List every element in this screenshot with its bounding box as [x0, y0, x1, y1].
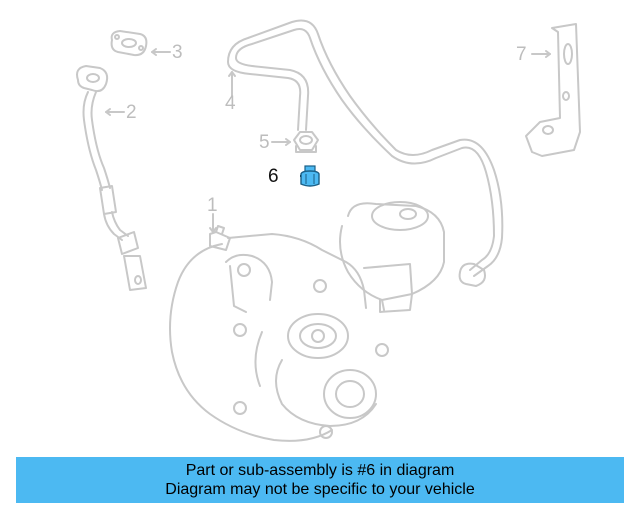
part-5-nut [293, 131, 319, 153]
part-1-turbocharger [169, 201, 445, 442]
banner-line-2: Diagram may not be specific to your vehi… [165, 481, 475, 498]
callout-6[interactable]: 6 [268, 166, 279, 187]
info-banner: Part or sub-assembly is #6 in diagram Di… [16, 457, 624, 503]
banner-line-1: Part or sub-assembly is #6 in diagram [185, 462, 455, 479]
callout-5[interactable]: 5 [259, 132, 270, 153]
leader-arrows [105, 48, 551, 233]
callout-1[interactable]: 1 [207, 195, 218, 216]
callout-4[interactable]: 4 [225, 93, 236, 114]
callout-2[interactable]: 2 [126, 102, 137, 123]
part-2-oil-feed-line [76, 65, 147, 291]
callout-7[interactable]: 7 [516, 44, 527, 65]
part-6-highlighted [300, 165, 320, 187]
part-7-bracket [525, 23, 581, 157]
part-4-vacuum-line [227, 19, 504, 287]
part-3-gasket [110, 30, 148, 57]
callout-3[interactable]: 3 [172, 42, 183, 63]
